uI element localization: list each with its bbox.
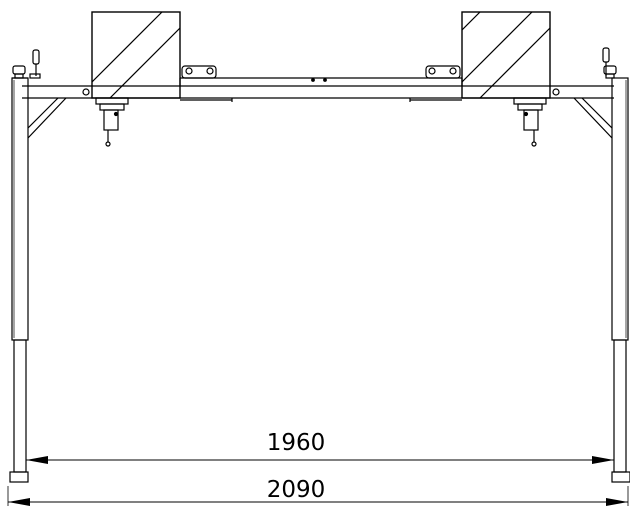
left-post [9,65,29,483]
dimension-outer [7,486,629,506]
right-trolley-icon [425,65,461,79]
right-brace [573,97,613,139]
right-post [603,65,630,483]
dimension-outer-label: 2090 [267,477,326,503]
right-carriage [461,11,551,105]
left-clamp-icon [99,103,125,147]
left-brace [27,97,67,139]
left-trolley-icon [181,65,217,79]
dimension-inner-label: 1960 [267,430,326,456]
left-handle-icon [29,49,41,79]
right-clamp-icon [517,103,543,147]
right-handle-icon [602,47,610,76]
dimension-inner [25,350,615,468]
left-carriage [91,11,181,105]
